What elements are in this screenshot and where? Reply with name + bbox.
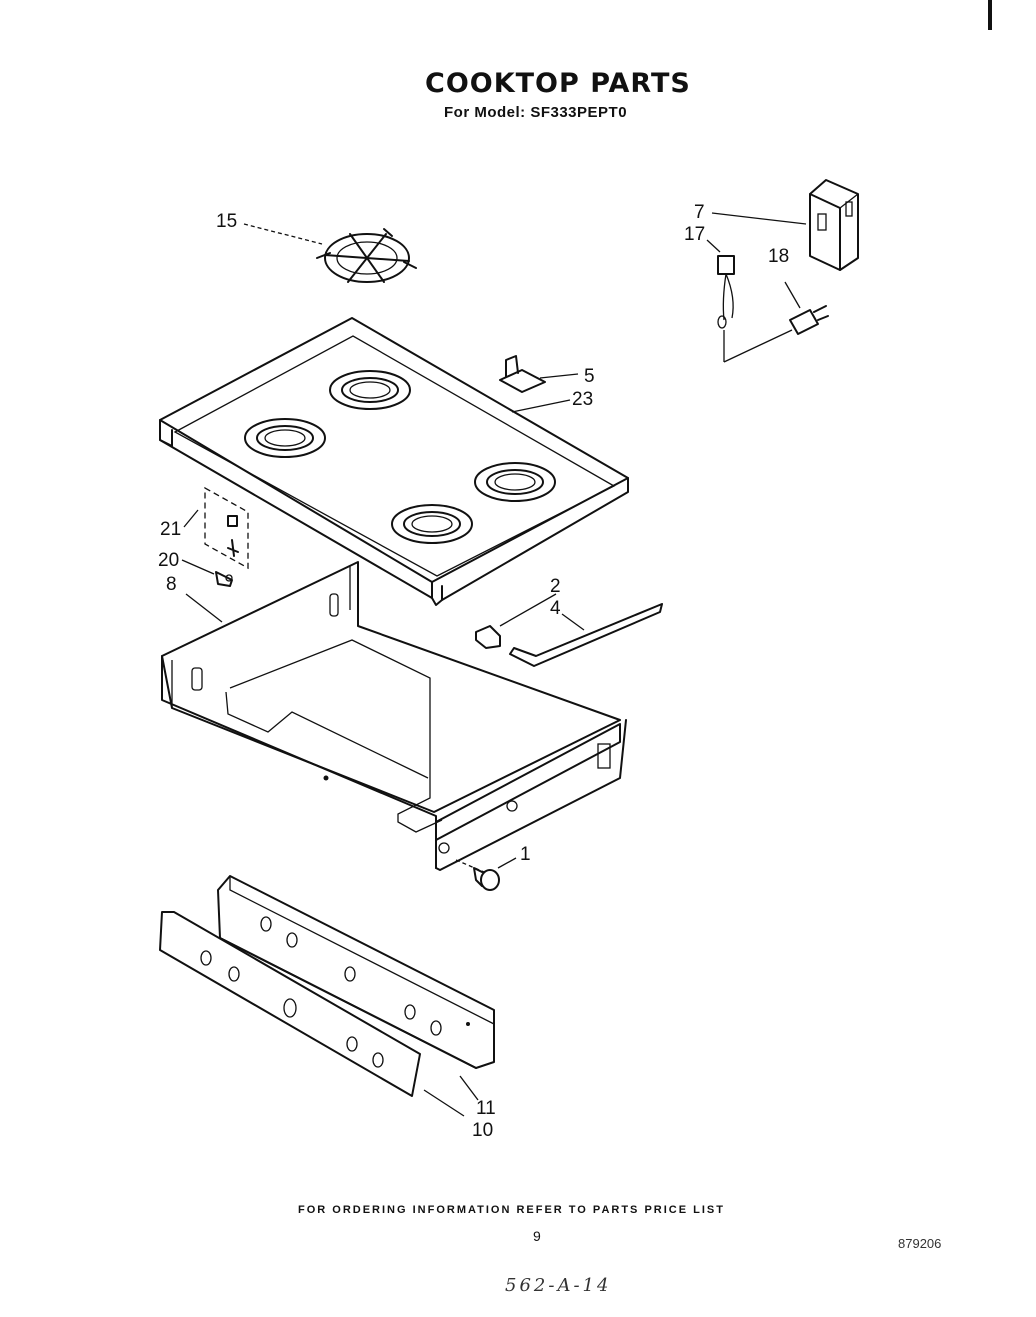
leader-5 (539, 373, 579, 379)
document-number: 879206 (898, 1236, 942, 1251)
part-1-knob (473, 867, 500, 891)
part-20-fitting (215, 571, 233, 587)
burner-front-right (391, 504, 473, 544)
handwritten-note: 562-A-14 (505, 1275, 612, 1296)
burner-rear-left (329, 370, 411, 410)
leader-15 (243, 223, 323, 245)
page-number: 9 (533, 1228, 541, 1244)
part-4-rod (509, 603, 663, 667)
leader-7 (711, 212, 807, 225)
part-10-trim-panel (159, 911, 421, 1097)
leader-17 (706, 239, 721, 253)
callout-15: 15 (216, 211, 237, 232)
leader-18 (784, 281, 801, 309)
callout-8: 8 (166, 574, 177, 595)
callout-10: 10 (472, 1120, 493, 1141)
part-17-switch (717, 255, 735, 362)
leader-1 (497, 857, 517, 869)
part-18-plug (723, 305, 829, 363)
callout-7: 7 (694, 202, 705, 223)
part-8-base-pan (161, 561, 627, 871)
callout-11: 11 (476, 1098, 496, 1119)
callout-21: 21 (160, 519, 181, 540)
callout-5: 5 (584, 366, 595, 387)
leader-8 (185, 593, 223, 623)
callout-18: 18 (768, 246, 789, 267)
callout-1: 1 (520, 844, 531, 865)
part-21-valve-assembly (204, 486, 249, 570)
burner-front-left (244, 418, 326, 458)
part-2-bracket (475, 625, 501, 649)
callout-20: 20 (158, 550, 179, 571)
page-title: COOKTOP PARTS (425, 68, 691, 99)
leader-4 (561, 613, 585, 631)
leader-1-dashed (455, 859, 485, 873)
part-23-cooktop (159, 317, 629, 606)
ordering-note: FOR ORDERING INFORMATION REFER TO PARTS … (298, 1204, 725, 1216)
leader-21 (183, 509, 199, 528)
callout-2: 2 (550, 576, 561, 597)
leader-23 (511, 399, 571, 413)
part-15-grate (316, 228, 417, 283)
part-7-bracket (809, 179, 859, 271)
callout-23: 23 (572, 389, 593, 410)
leader-10 (423, 1089, 465, 1117)
callout-4: 4 (550, 598, 561, 619)
model-subtitle: For Model: SF333PEPT0 (444, 104, 628, 121)
leader-11 (459, 1075, 479, 1101)
leader-2 (499, 593, 557, 627)
burner-rear-right (474, 462, 556, 502)
callout-17: 17 (684, 224, 705, 245)
part-5-clip (499, 355, 546, 393)
leader-20 (181, 559, 215, 575)
